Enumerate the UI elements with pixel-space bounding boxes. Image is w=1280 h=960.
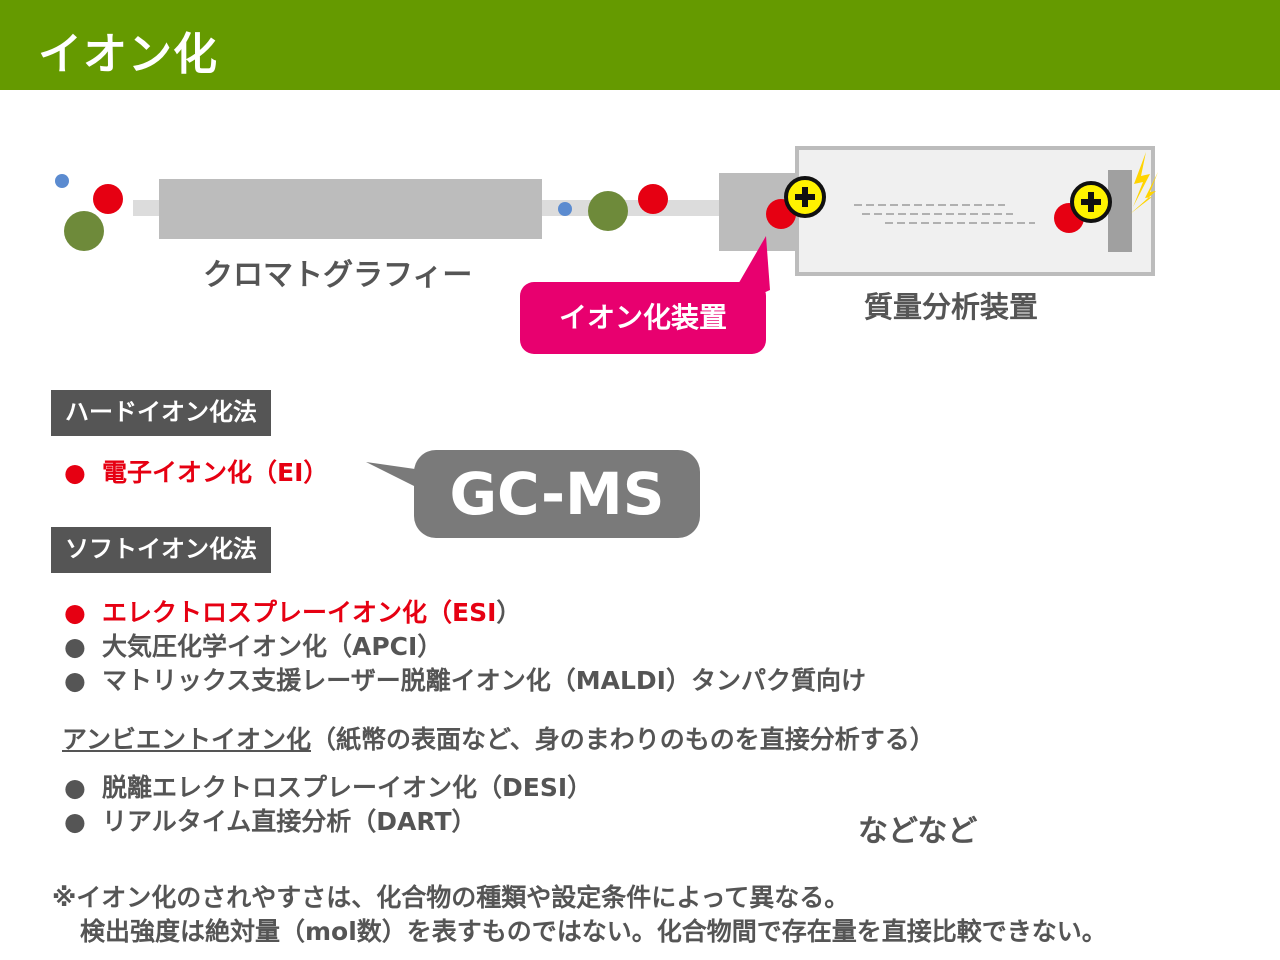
list-item-label: 脱離エレクトロスプレーイオン化（DESI）: [102, 773, 593, 802]
soft-ionization-tag: ソフトイオン化法: [51, 527, 271, 573]
list-item: ● エレクトロスプレーイオン化（ESI）: [64, 593, 521, 629]
list-item-label: エレクトロスプレーイオン化（ESI: [102, 598, 497, 627]
bullet-icon: ●: [64, 632, 86, 661]
bullet-icon: ●: [64, 807, 86, 836]
chromatography-label: クロマトグラフィー: [203, 258, 473, 293]
molecule-red: [93, 184, 123, 214]
molecule-small: [55, 174, 69, 188]
plus-charge-icon: [784, 176, 826, 218]
detector-plate: [1108, 170, 1132, 252]
note-line: ※イオン化のされやすさは、化合物の種類や設定条件によって異なる。: [52, 883, 850, 912]
hard-ionization-tag: ハードイオン化法: [51, 390, 271, 436]
gcms-callout: GC-MS: [414, 450, 700, 538]
list-item-label: 大気圧化学イオン化（APCI）: [102, 632, 443, 661]
ambient-description: （紙幣の表面など、身のまわりのものを直接分析する）: [311, 725, 935, 754]
title-bar: イオン化: [0, 0, 1280, 90]
lightning-icon: [1130, 152, 1158, 214]
chromatography-column: [159, 179, 542, 239]
molecule-red: [638, 184, 668, 214]
list-item: ● 電子イオン化（EI）: [64, 453, 328, 489]
bullet-icon: ●: [64, 666, 86, 695]
list-item: ● 脱離エレクトロスプレーイオン化（DESI）: [64, 768, 592, 804]
page-title: イオン化: [38, 29, 218, 80]
ambient-heading-row: アンビエントイオン化（紙幣の表面など、身のまわりのものを直接分析する）: [62, 720, 935, 756]
plus-charge-icon: [1070, 181, 1112, 223]
molecule-small: [558, 202, 572, 216]
list-item-suffix: ）: [496, 598, 522, 627]
list-item-label: リアルタイム直接分析（DART）: [102, 807, 477, 836]
gcms-callout-pointer: [366, 462, 422, 490]
note-line: 検出強度は絶対量（mol数）を表すものではない。化合物間で存在量を直接比較できな…: [80, 917, 1107, 946]
ionizer-label: イオン化装置: [558, 301, 727, 334]
molecule-green: [64, 211, 104, 251]
ionization-diagram: [55, 146, 1158, 312]
etc-label: などなど: [858, 814, 978, 849]
list-item: ● マトリックス支援レーザー脱離イオン化（MALDI）タンパク質向け: [64, 661, 866, 697]
ionizer-callout-box: [520, 282, 766, 354]
ms-label: 質量分析装置: [864, 290, 1039, 324]
list-item: ● リアルタイム直接分析（DART）: [64, 802, 477, 838]
bullet-icon: ●: [64, 598, 86, 627]
ambient-heading: アンビエントイオン化: [62, 725, 312, 754]
molecule-green: [588, 191, 628, 231]
bullet-icon: ●: [64, 773, 86, 802]
ionizer-callout: イオン化装置: [520, 272, 766, 354]
list-item-label: 電子イオン化（EI）: [102, 458, 329, 487]
bullet-icon: ●: [64, 458, 86, 487]
list-item-label: マトリックス支援レーザー脱離イオン化（MALDI）タンパク質向け: [102, 666, 866, 695]
list-item: ● 大気圧化学イオン化（APCI）: [64, 627, 442, 663]
